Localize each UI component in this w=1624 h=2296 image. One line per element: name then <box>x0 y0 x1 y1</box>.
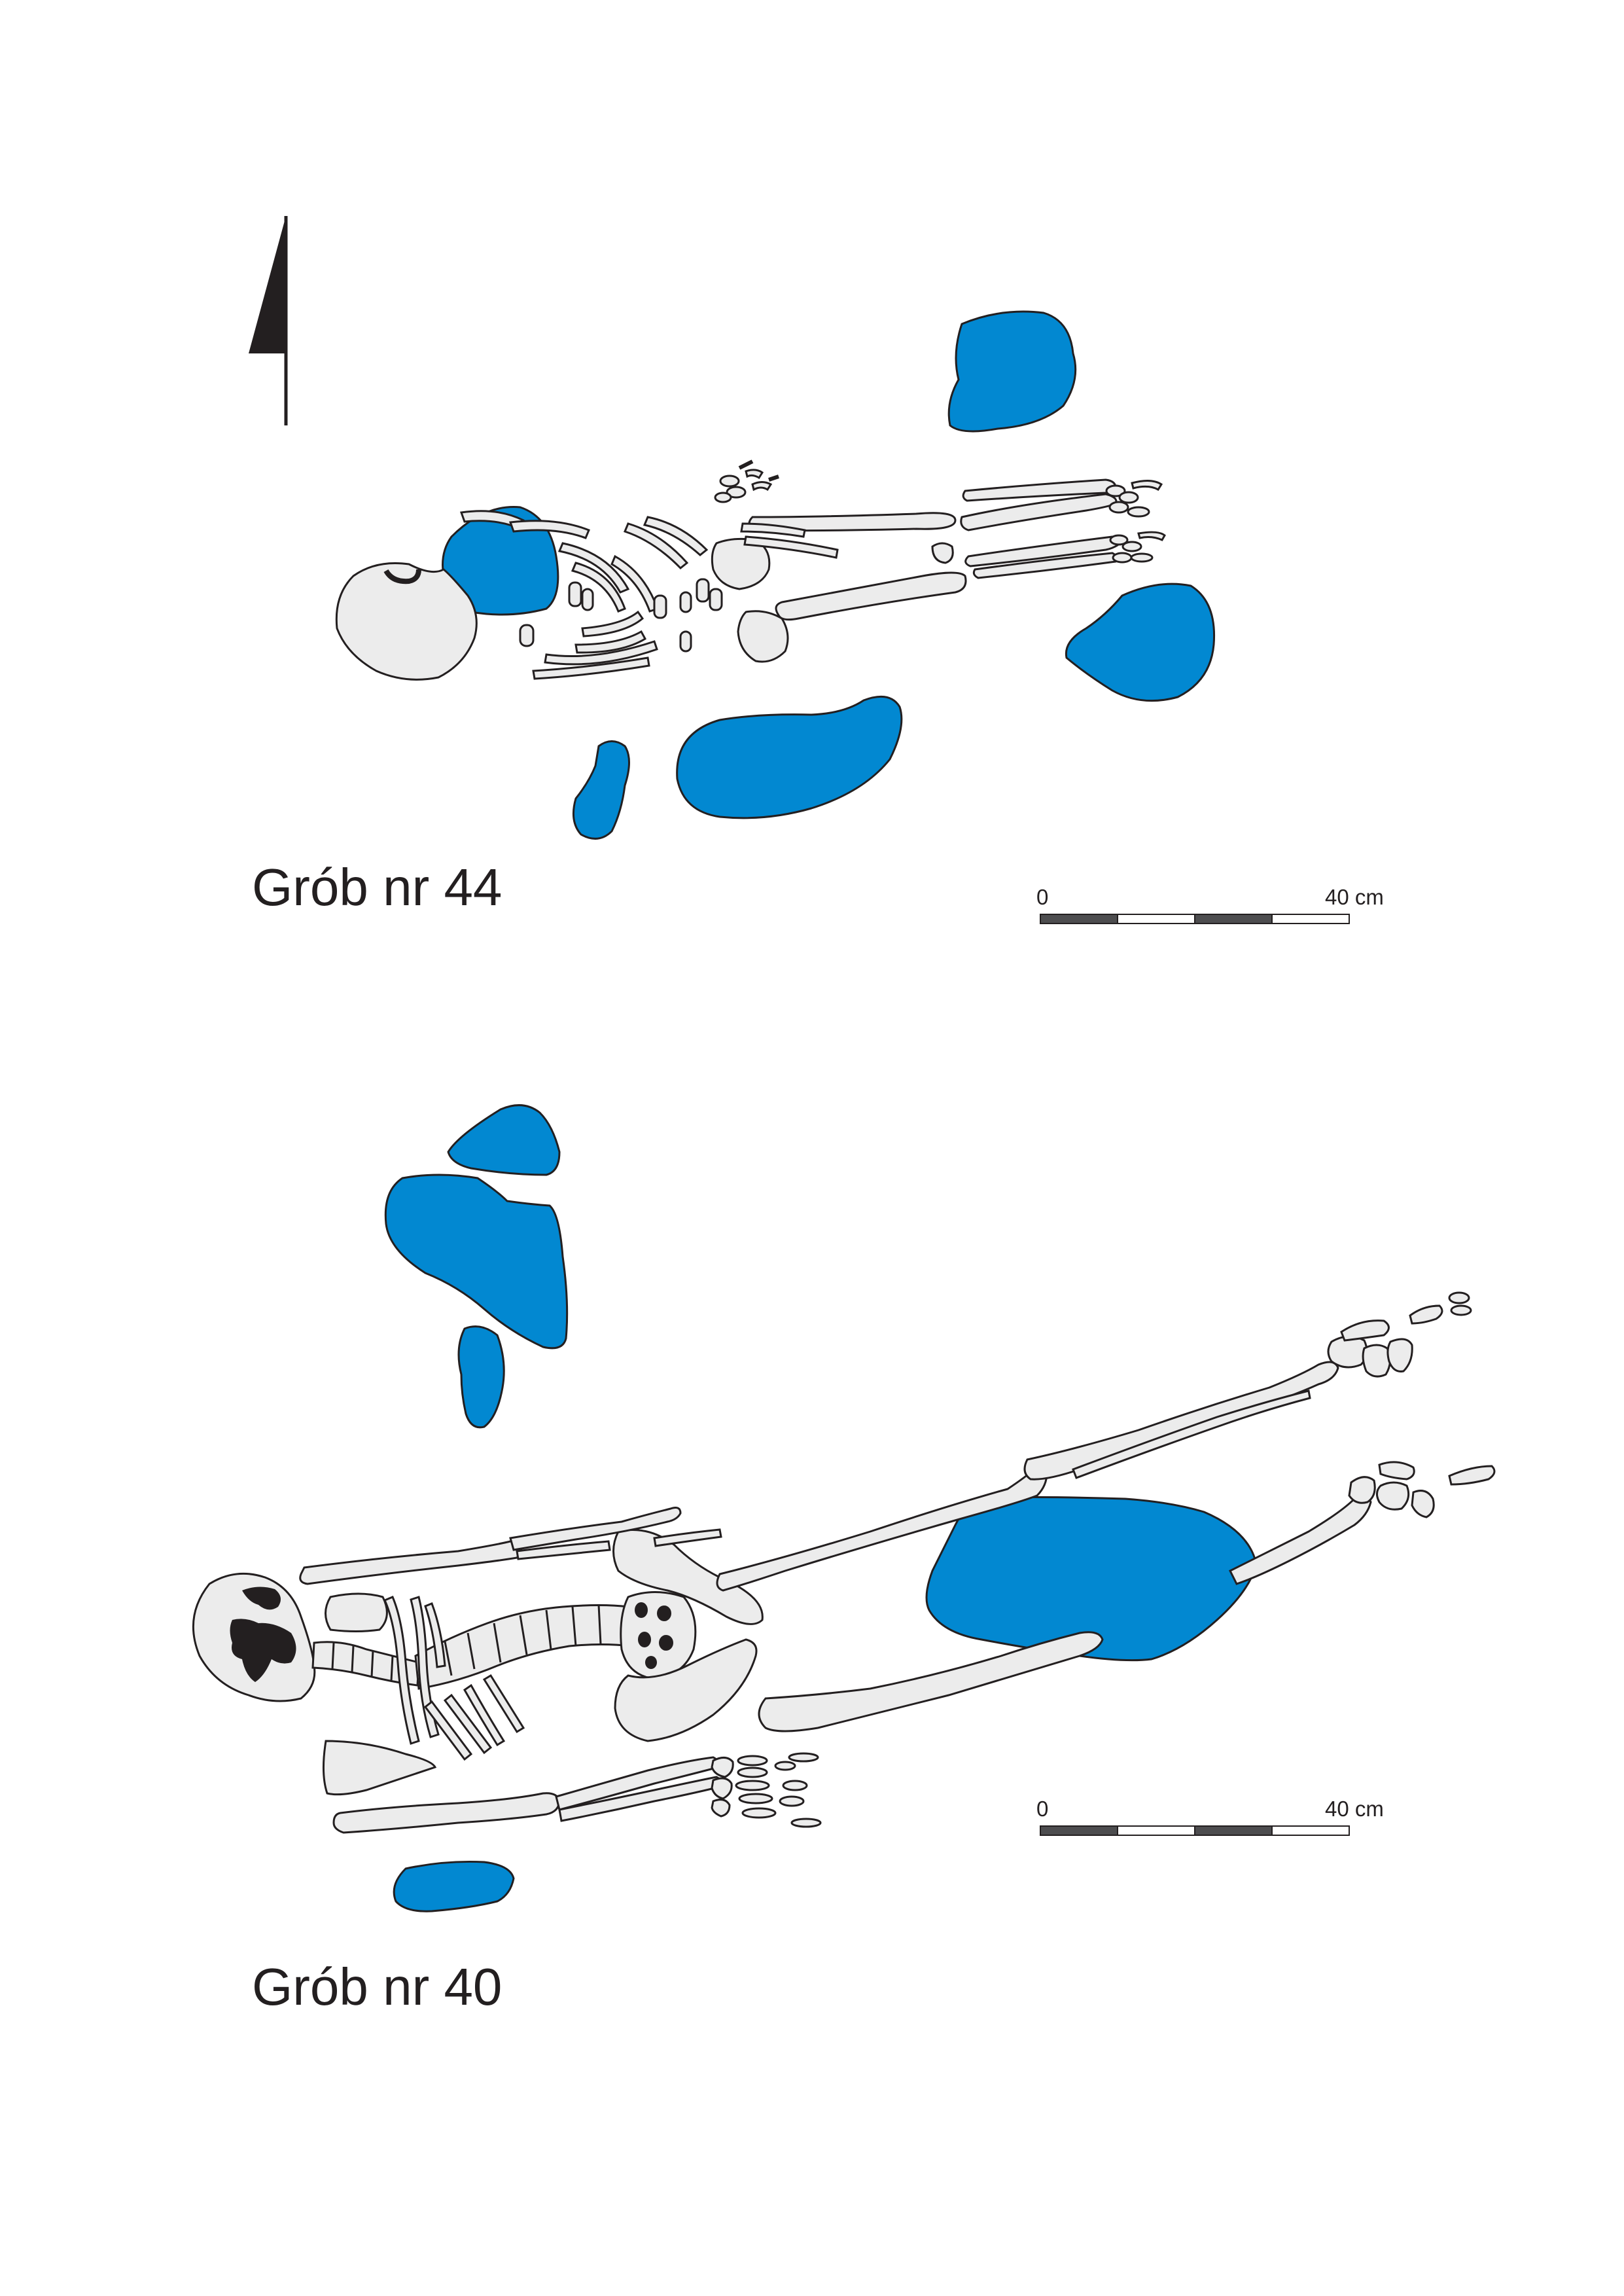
stone <box>572 740 630 840</box>
stone <box>393 1860 515 1912</box>
grave-44-plan <box>335 310 1216 840</box>
grave-44-skeleton <box>335 459 1166 681</box>
stone <box>1065 583 1216 702</box>
femur-left <box>716 1465 1048 1592</box>
femur-right <box>758 1631 1104 1732</box>
grave-40-plan <box>192 1104 1496 1912</box>
scale-44-start-label: 0 <box>1036 885 1049 909</box>
stone <box>925 1496 1258 1662</box>
scale-40-start-label: 0 <box>1036 1797 1049 1821</box>
scale-bar-40 <box>1040 1825 1350 1836</box>
stone <box>947 310 1077 433</box>
grave-44-stones <box>442 310 1216 840</box>
ilium-upper <box>612 1529 764 1625</box>
face-dark-icon <box>230 1619 296 1682</box>
grave-40-title: Grób nr 40 <box>252 1958 503 2016</box>
scapula-lower <box>322 1740 437 1796</box>
scale-bar-44 <box>1040 914 1350 924</box>
scale-40-end-label: 40 cm <box>1325 1797 1384 1821</box>
femur <box>775 571 967 621</box>
stone <box>457 1325 505 1429</box>
grave-40-stones <box>384 1104 1258 1912</box>
skull <box>335 562 478 681</box>
eye-socket-icon <box>242 1587 281 1610</box>
grave-44-title: Grób nr 44 <box>252 858 503 916</box>
sacrum <box>620 1591 697 1680</box>
stone <box>384 1174 569 1350</box>
stone <box>676 695 903 819</box>
north-arrow-icon <box>249 216 288 425</box>
scale-44-end-label: 40 cm <box>1325 885 1384 909</box>
ilium-lower <box>614 1638 758 1742</box>
stone <box>447 1104 561 1176</box>
pelvis-right <box>737 610 789 663</box>
grave-40-skeleton <box>192 1291 1496 1834</box>
humerus <box>299 1537 523 1585</box>
